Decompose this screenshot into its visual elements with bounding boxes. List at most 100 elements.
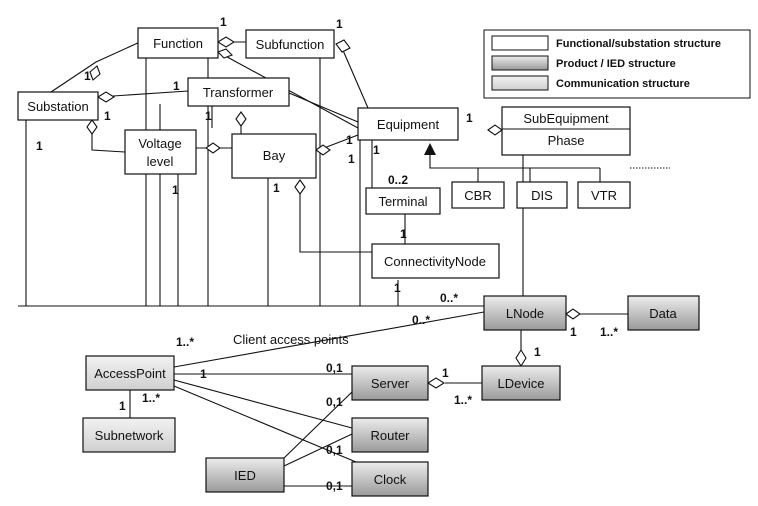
clock-box[interactable]: Clock <box>351 461 429 497</box>
bay-label: Bay <box>263 148 286 163</box>
ldevice-box[interactable]: LDevice <box>481 365 561 401</box>
lnode-box[interactable]: LNode <box>483 295 567 331</box>
diamond-server-ldevice <box>426 377 446 389</box>
voltage-level-line1: Voltage <box>138 136 181 151</box>
cbr-label: CBR <box>464 188 491 203</box>
diamond-substation-voltage <box>86 119 98 135</box>
mult-13: 1 <box>348 152 355 166</box>
mult-22: 1 <box>534 345 541 359</box>
subfunction-box[interactable]: Subfunction <box>245 29 335 59</box>
diamond-equipment-subequipment <box>487 124 503 136</box>
function-label: Function <box>153 36 203 51</box>
access-point-box[interactable]: AccessPoint <box>85 355 175 391</box>
lnode-label: LNode <box>506 306 544 321</box>
legend: Functional/substation structure Product … <box>483 29 751 99</box>
product-boxes: LNode Data Server LDevice Router IED Clo… <box>205 295 700 497</box>
function-box[interactable]: Function <box>137 27 219 59</box>
dis-label: DIS <box>531 188 553 203</box>
legend-swatch-functional <box>491 35 549 51</box>
voltage-level-box[interactable]: Voltage level <box>124 129 197 175</box>
diamond-substation-transformer <box>96 91 116 103</box>
router-box[interactable]: Router <box>351 417 429 453</box>
server-label: Server <box>371 376 410 391</box>
vtr-box[interactable]: VTR <box>577 181 631 209</box>
connectivity-node-label: ConnectivityNode <box>384 254 486 269</box>
mult-18: 0..* <box>412 313 430 327</box>
diamond-lnode-data <box>565 308 581 320</box>
vtr-label: VTR <box>591 188 617 203</box>
diamond-substation-function <box>89 65 101 81</box>
diamond-voltage-bay <box>205 142 221 154</box>
connectivity-node-box[interactable]: ConnectivityNode <box>371 243 500 279</box>
mult-25: 1..* <box>142 391 160 405</box>
mult-6: 1 <box>205 109 212 123</box>
transformer-label: Transformer <box>203 85 274 100</box>
equipment-box[interactable]: Equipment <box>357 107 459 141</box>
subequipment-label: SubEquipment <box>523 111 609 126</box>
mult-9: 1 <box>273 181 280 195</box>
legend-label-functional: Functional/substation structure <box>556 38 721 50</box>
diamond-function-subfunction <box>216 36 236 48</box>
multiplicities: 1 1 1 1 1 1 1 1 1 1 1 1 1 0..2 1 1 0..* … <box>36 15 618 493</box>
terminal-label: Terminal <box>378 194 427 209</box>
access-point-label: AccessPoint <box>94 366 166 381</box>
ied-box[interactable]: IED <box>205 457 285 493</box>
mult-20: 1 <box>570 325 577 339</box>
mult-17: 0..* <box>440 291 458 305</box>
inheritance-arrow <box>424 143 436 155</box>
functional-boxes: Function Subfunction Substation Transfor… <box>17 27 631 279</box>
mult-24: 1 <box>119 399 126 413</box>
diamond-function-equipment <box>217 48 233 59</box>
phase-label: Phase <box>548 133 585 148</box>
mult-19: 1..* <box>176 335 194 349</box>
mult-7: 1 <box>36 139 43 153</box>
diamond-transformer-bay <box>235 111 247 127</box>
mult-14: 0..2 <box>388 173 408 187</box>
client-access-points-label: Client access points <box>233 332 349 347</box>
communication-boxes: AccessPoint Subnetwork <box>82 355 176 453</box>
mult-3: 1 <box>84 69 91 83</box>
mult-1: 1 <box>220 15 227 29</box>
diamond-bay-connectivity <box>294 179 306 195</box>
legend-swatch-product <box>491 55 549 71</box>
terminal-box[interactable]: Terminal <box>365 187 441 215</box>
subequipment-box[interactable]: SubEquipment Phase <box>501 106 631 156</box>
bay-box[interactable]: Bay <box>231 133 317 179</box>
aggregation-diamonds <box>86 36 581 389</box>
ied-label: IED <box>234 468 256 483</box>
mult-4: 1 <box>173 79 180 93</box>
data-label: Data <box>649 306 677 321</box>
mult-31: 0,1 <box>326 479 343 493</box>
dis-box[interactable]: DIS <box>516 181 568 209</box>
data-box[interactable]: Data <box>627 295 700 331</box>
transformer-box[interactable]: Transformer <box>187 77 290 107</box>
equipment-label: Equipment <box>377 117 440 132</box>
legend-label-communication: Communication structure <box>556 78 690 90</box>
substation-box[interactable]: Substation <box>17 91 99 121</box>
router-label: Router <box>370 428 410 443</box>
mult-15: 1 <box>400 227 407 241</box>
mult-28: 1..* <box>454 393 472 407</box>
subfunction-label: Subfunction <box>256 37 325 52</box>
legend-swatch-communication <box>491 75 549 91</box>
subnetwork-box[interactable]: Subnetwork <box>82 417 176 453</box>
server-box[interactable]: Server <box>351 365 429 401</box>
mult-2: 1 <box>336 17 343 31</box>
mult-21: 1..* <box>600 325 618 339</box>
mult-5: 1 <box>104 109 111 123</box>
mult-26: 0,1 <box>326 361 343 375</box>
voltage-level-line2: level <box>147 154 174 169</box>
diamond-ldevice-lnode <box>515 348 527 368</box>
mult-27: 1 <box>442 366 449 380</box>
mult-11: 1 <box>346 133 353 147</box>
mult-23: 1 <box>200 367 207 381</box>
clock-label: Clock <box>374 472 407 487</box>
cbr-box[interactable]: CBR <box>451 181 505 209</box>
diamond-subfunction-equipment <box>335 39 351 53</box>
legend-label-product: Product / IED structure <box>556 58 676 70</box>
mult-12: 1 <box>373 143 380 157</box>
ldevice-label: LDevice <box>498 376 545 391</box>
mult-10: 1 <box>466 111 473 125</box>
subnetwork-label: Subnetwork <box>95 428 164 443</box>
